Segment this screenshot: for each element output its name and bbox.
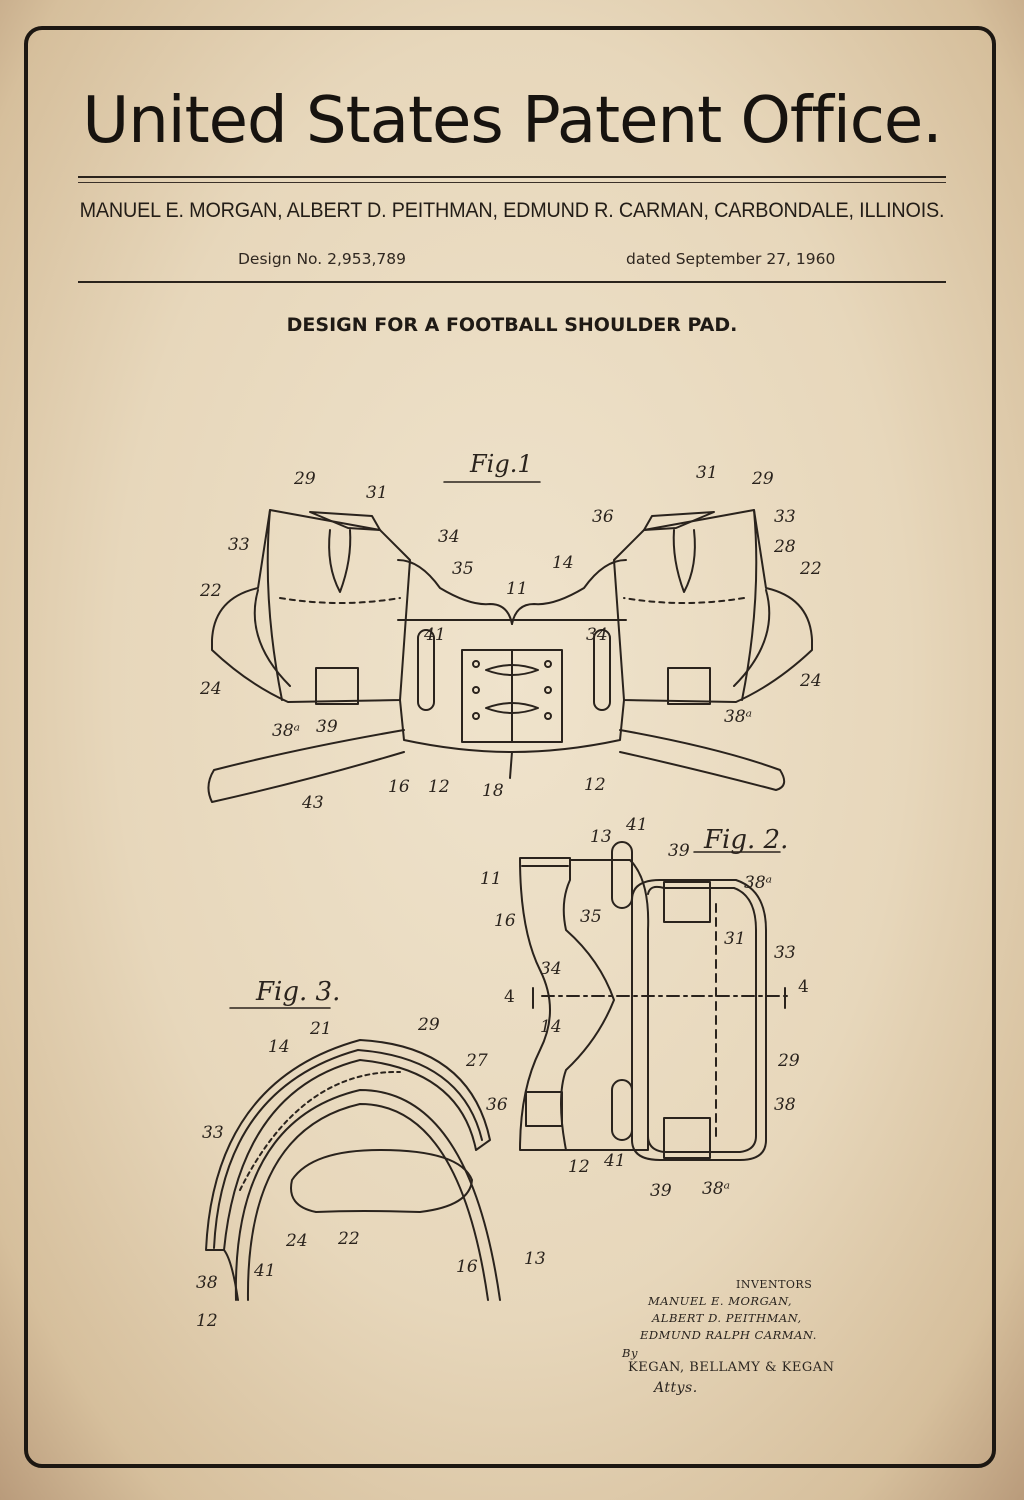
- figure-1: Fig.1 29 31 33: [199, 450, 822, 813]
- svg-text:11: 11: [480, 869, 502, 889]
- divider: [78, 281, 946, 283]
- signature-by: By: [622, 1346, 638, 1360]
- figure-1-reference-numerals: 29 31 33 34 35 22 24 41 38ᵃ 39 43 16 12 18 11 14 34…: [199, 463, 822, 813]
- svg-text:43: 43: [301, 793, 324, 813]
- svg-text:39: 39: [668, 841, 690, 861]
- svg-text:27: 27: [465, 1051, 488, 1071]
- svg-text:4: 4: [798, 977, 809, 997]
- figure-1-label: Fig.1: [469, 450, 533, 478]
- svg-text:41: 41: [253, 1261, 276, 1281]
- svg-text:22: 22: [337, 1229, 360, 1249]
- svg-text:13: 13: [590, 827, 612, 847]
- svg-text:41: 41: [603, 1151, 626, 1171]
- figure-2-label: Fig. 2.: [703, 825, 788, 855]
- svg-text:39: 39: [316, 717, 338, 737]
- figure-3-reference-numerals: 21 29 14 27 36 33 24 22 41 38 16 13 12: [196, 1015, 546, 1331]
- svg-text:14: 14: [552, 553, 574, 573]
- svg-text:33: 33: [228, 535, 250, 555]
- svg-text:33: 33: [202, 1123, 224, 1143]
- divider: [78, 182, 946, 183]
- svg-text:38ᵃ: 38ᵃ: [724, 707, 752, 727]
- svg-text:22: 22: [799, 559, 822, 579]
- svg-text:16: 16: [494, 911, 516, 931]
- svg-text:12: 12: [428, 777, 450, 797]
- figure-3: Fig. 3. 21 29 14 27 36 33 24 22 41 38 16 13 12: [196, 977, 546, 1331]
- figure-3-label: Fig. 3.: [255, 977, 340, 1007]
- svg-text:4: 4: [504, 987, 515, 1007]
- svg-text:38: 38: [196, 1273, 218, 1293]
- signature-attorneys: KEGAN, BELLAMY & KEGAN: [628, 1360, 835, 1375]
- design-number: Design No. 2,953,789: [238, 250, 406, 268]
- svg-text:34: 34: [438, 527, 460, 547]
- svg-text:38: 38: [774, 1095, 796, 1115]
- svg-text:33: 33: [774, 507, 796, 527]
- svg-text:12: 12: [584, 775, 606, 795]
- inventors-line: MANUEL E. MORGAN, ALBERT D. PEITHMAN, ED…: [79, 198, 945, 222]
- page-title: United States Patent Office.: [82, 84, 942, 158]
- svg-text:13: 13: [524, 1249, 546, 1269]
- signature-line: MANUEL E. MORGAN,: [648, 1294, 793, 1308]
- divider: [78, 176, 946, 178]
- svg-text:12: 12: [196, 1311, 218, 1331]
- date-line: dated September 27, 1960: [626, 250, 836, 268]
- svg-text:38ᵃ: 38ᵃ: [744, 873, 772, 893]
- signature-line: EDMUND RALPH CARMAN.: [640, 1328, 817, 1342]
- svg-text:38ᵃ: 38ᵃ: [702, 1179, 730, 1199]
- svg-text:33: 33: [774, 943, 796, 963]
- svg-text:29: 29: [777, 1051, 800, 1071]
- svg-text:36: 36: [486, 1095, 508, 1115]
- svg-text:35: 35: [580, 907, 602, 927]
- svg-text:34: 34: [540, 959, 562, 979]
- svg-text:11: 11: [506, 579, 528, 599]
- svg-text:39: 39: [650, 1181, 672, 1201]
- svg-text:28: 28: [773, 537, 796, 557]
- svg-text:34: 34: [586, 625, 608, 645]
- svg-text:31: 31: [724, 929, 746, 949]
- design-subject: DESIGN FOR A FOOTBALL SHOULDER PAD.: [286, 314, 738, 336]
- svg-text:29: 29: [293, 469, 316, 489]
- border-frame: [24, 26, 996, 1468]
- svg-text:21: 21: [309, 1019, 332, 1039]
- svg-text:12: 12: [568, 1157, 590, 1177]
- svg-text:31: 31: [696, 463, 718, 483]
- svg-text:16: 16: [388, 777, 410, 797]
- svg-text:38ᵃ: 38ᵃ: [272, 721, 300, 741]
- svg-text:24: 24: [285, 1231, 308, 1251]
- svg-text:41: 41: [423, 625, 446, 645]
- svg-text:18: 18: [482, 781, 504, 801]
- signature-attys: Attys.: [654, 1380, 698, 1396]
- svg-text:24: 24: [799, 671, 822, 691]
- signature-line: ALBERT D. PEITHMAN,: [652, 1311, 802, 1325]
- svg-text:35: 35: [452, 559, 474, 579]
- figure-2-reference-numerals: 13 41 39 38ᵃ 11 16 35 31 33 34 4 4 14 29 38 12 41 3…: [480, 815, 809, 1201]
- svg-text:16: 16: [456, 1257, 478, 1277]
- svg-text:24: 24: [199, 679, 222, 699]
- svg-text:29: 29: [417, 1015, 440, 1035]
- svg-text:29: 29: [751, 469, 774, 489]
- svg-text:14: 14: [268, 1037, 290, 1057]
- signature-heading: INVENTORS: [736, 1278, 813, 1291]
- svg-text:36: 36: [592, 507, 614, 527]
- svg-text:14: 14: [540, 1017, 562, 1037]
- svg-text:41: 41: [625, 815, 648, 835]
- svg-text:31: 31: [366, 483, 388, 503]
- svg-text:22: 22: [199, 581, 222, 601]
